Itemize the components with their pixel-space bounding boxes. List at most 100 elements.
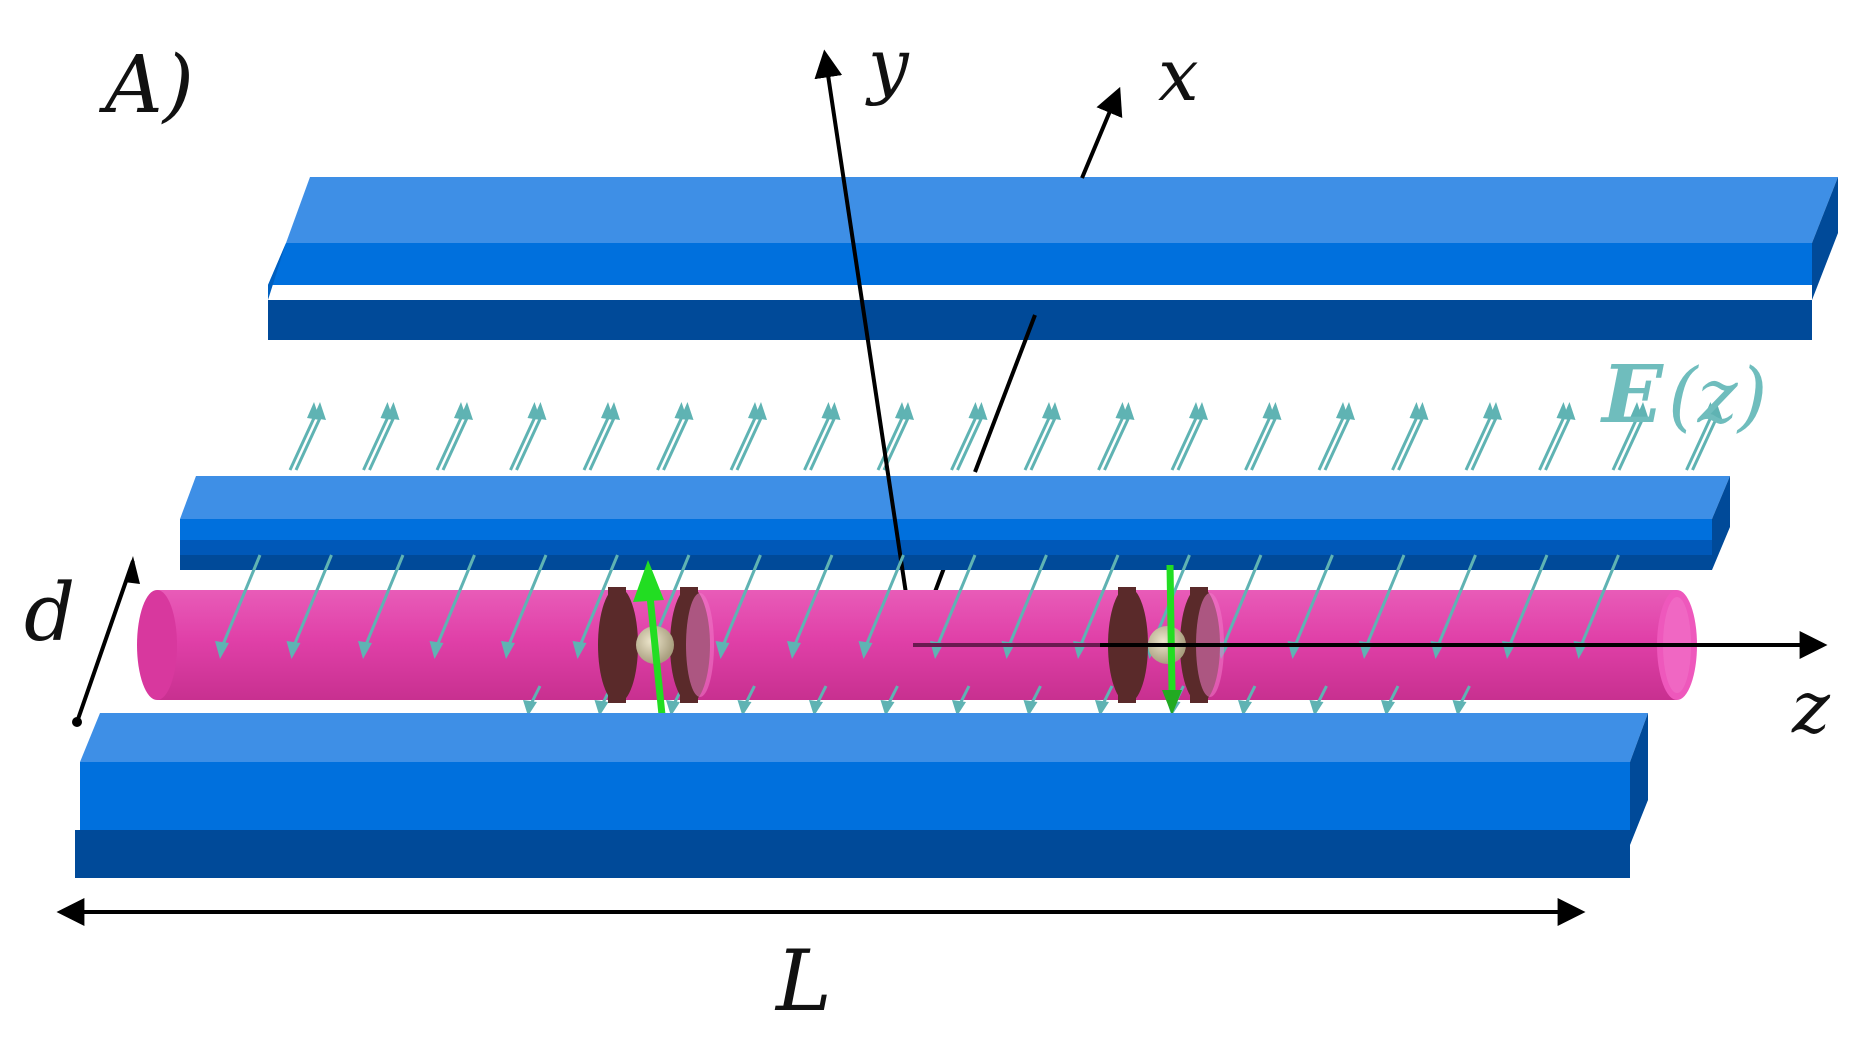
field-arrow-head (880, 700, 895, 716)
electrode-back (268, 177, 1838, 340)
field-arrow-shaft (1007, 554, 1048, 648)
field-arrow-shaft (1691, 417, 1718, 471)
field-arrow-shaft (1397, 417, 1424, 471)
field-arrow-shaft (294, 417, 322, 471)
field-arrow-shaft (509, 417, 536, 471)
field-arrow-head (737, 700, 752, 716)
field-arrow-shaft (1391, 417, 1418, 471)
field-arrow-shaft (1617, 417, 1645, 471)
field-argument: (z) (1668, 351, 1767, 440)
field-arrow-shaft (1364, 554, 1406, 648)
field-arrow-shaft (876, 417, 904, 471)
field-arrow-head (858, 641, 873, 659)
ion-2 (1108, 564, 1224, 715)
field-arrow-head (460, 402, 473, 420)
x-axis-label: x (1158, 33, 1199, 117)
electrode-middle (180, 476, 1730, 570)
field-arrow-shaft (809, 417, 836, 471)
field-arrow-shaft (792, 554, 834, 648)
field-arrow-shaft (435, 417, 463, 471)
field-arrow-head (952, 700, 966, 716)
field-arrow-shaft (1176, 417, 1204, 471)
field-arrow-head (594, 700, 609, 716)
l-label: L (774, 932, 832, 1030)
d-dimension-arrow (72, 556, 140, 727)
field-arrow-head (1023, 700, 1038, 716)
ion-1 (598, 560, 714, 716)
field-arrow-shaft (1436, 554, 1477, 648)
field-arrow-shaft (368, 417, 395, 471)
field-arrow-shaft (1611, 417, 1639, 471)
field-arrows-upper (288, 402, 1723, 471)
panel-label: A) (98, 38, 194, 131)
field-arrow-shaft (950, 417, 977, 471)
field-arrow-shaft (1097, 417, 1124, 471)
field-arrow-shaft (956, 417, 983, 471)
field-arrow-shaft (662, 417, 689, 471)
field-arrow-shaft (1470, 417, 1498, 471)
field-arrow-shaft (588, 417, 616, 471)
field-arrow-shaft (435, 554, 476, 648)
z-axis-label: z (1791, 665, 1831, 749)
electrode-front (75, 713, 1648, 878)
field-arrow-head (787, 641, 801, 659)
field-arrow-shaft (1464, 417, 1492, 471)
y-axis (814, 49, 915, 641)
field-arrow-head (1381, 700, 1395, 716)
field-arrow-shaft (729, 417, 757, 471)
field-arrow-head (1636, 402, 1649, 420)
field-arrow-shaft (656, 417, 683, 471)
field-arrow-head (313, 402, 326, 420)
y-axis-label: y (865, 23, 910, 107)
field-arrow-shaft (864, 554, 905, 648)
field-arrow-shaft (935, 554, 977, 648)
field-arrow-head (1121, 402, 1135, 420)
field-arrow-shaft (1685, 417, 1712, 471)
field-arrow-shaft (1507, 554, 1549, 648)
field-arrow-head (974, 402, 988, 420)
field-arrow-head (1268, 402, 1282, 420)
field-label: E (z) (1600, 347, 1767, 441)
field-arrow-head (1342, 402, 1355, 420)
spin-arrow-2 (1162, 564, 1182, 715)
field-arrow-shaft (1250, 417, 1277, 471)
field-arrow-head (533, 402, 547, 420)
field-arrow-shaft (506, 554, 548, 648)
field-arrow-head (754, 402, 767, 420)
field-arrow-shaft (1544, 417, 1571, 471)
field-arrow-shaft (1029, 417, 1057, 471)
field-arrow-shaft (1244, 417, 1271, 471)
spin-arrow-1 (633, 560, 666, 716)
field-arrow-head (715, 641, 730, 659)
field-arrow-shaft (803, 417, 830, 471)
d-label: d (24, 566, 75, 659)
field-arrow-head (1238, 700, 1252, 716)
field-arrow-head (901, 402, 914, 420)
field-arrow-head (358, 641, 372, 659)
field-arrow-head (429, 641, 444, 659)
field-arrow-shaft (220, 554, 262, 648)
field-arrow-head (1195, 402, 1208, 420)
field-arrow-head (607, 402, 620, 420)
field-arrow-head (1709, 402, 1723, 420)
field-arrow-shaft (1293, 554, 1334, 648)
field-arrow-shaft (441, 417, 469, 471)
field-arrow-shaft (1221, 554, 1263, 648)
field-arrow-shaft (721, 554, 762, 648)
field-symbol: E (1600, 347, 1664, 441)
field-arrow-head (1489, 402, 1502, 420)
field-arrow-head (1048, 402, 1061, 420)
field-arrow-shaft (1078, 554, 1120, 648)
field-arrow-head (572, 641, 587, 659)
field-arrow-head (501, 641, 515, 659)
field-arrow-shaft (362, 417, 389, 471)
field-arrow-head (1309, 700, 1324, 716)
field-arrow-shaft (292, 554, 333, 648)
field-arrow-shaft (735, 417, 763, 471)
field-arrow-head (386, 402, 400, 420)
field-arrow-shaft (1538, 417, 1565, 471)
field-arrow-head (680, 402, 694, 420)
field-arrow-shaft (1317, 417, 1345, 471)
field-arrow-shaft (578, 554, 619, 648)
field-arrow-head (1452, 700, 1467, 716)
